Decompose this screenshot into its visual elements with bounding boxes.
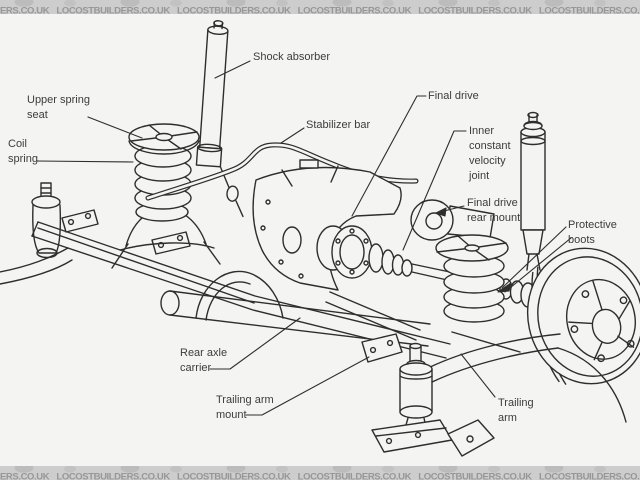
label-coil-spring: Coil spring (8, 138, 38, 165)
label-final-drive-rear-mount: Final drive rear mount (467, 197, 521, 224)
label-shock-absorber: Shock absorber (253, 51, 331, 63)
watermark-text-top: ERS.CO.UK LOCOSTBUILDERS.CO.UK LOCOSTBUI… (0, 5, 640, 15)
label-stabilizer-bar: Stabilizer bar (306, 119, 371, 131)
shock-absorber-left-drawing (195, 20, 244, 218)
label-trailing-arm-mount: Trailing arm mount (216, 394, 274, 421)
watermark-text-bottom: ERS.CO.UK LOCOSTBUILDERS.CO.UK LOCOSTBUI… (0, 471, 640, 480)
label-inner-cv-joint: Inner constant velocity joint (469, 125, 511, 182)
label-trailing-arm: Trailing arm (498, 397, 534, 424)
label-protective-boots: Protective boots (568, 219, 617, 246)
top-watermark-banner: ERS.CO.UK LOCOSTBUILDERS.CO.UK LOCOSTBUI… (0, 0, 640, 14)
brake-disc-drawing (526, 247, 640, 385)
label-rear-axle-carrier: Rear axle carrier (180, 347, 228, 374)
trailing-arm-right-drawing (427, 333, 627, 423)
balljoint-left-drawing (31, 182, 62, 259)
leader-lines (36, 60, 572, 416)
bottom-watermark-banner: ERS.CO.UK LOCOSTBUILDERS.CO.UK LOCOSTBUI… (0, 466, 640, 480)
shock-absorber-right-drawing (520, 111, 546, 271)
upper-spring-seat-drawing (128, 123, 200, 155)
label-final-drive: Final drive (428, 90, 479, 102)
coil-spring-left-drawing (134, 144, 192, 222)
trailing-arm-mount-drawing (361, 333, 495, 457)
label-upper-spring-seat: Upper spring seat (27, 94, 90, 121)
coil-spring-right-drawing (435, 234, 509, 323)
